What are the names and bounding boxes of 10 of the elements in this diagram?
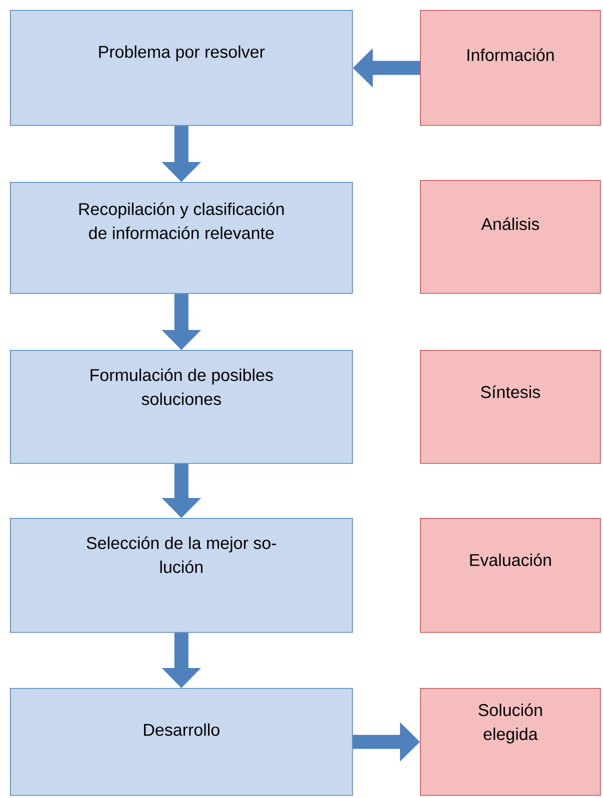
stage-box: Solución elegida xyxy=(420,688,601,796)
stage-box: Evaluación xyxy=(420,518,601,633)
stage-box: Síntesis xyxy=(420,350,601,464)
process-box: Problema por resolver xyxy=(10,10,353,126)
process-box: Recopilación y clasificación de información relevante xyxy=(10,182,353,294)
stage-box: Análisis xyxy=(420,180,601,294)
process-box: Formulación de posibles soluciones xyxy=(10,350,353,464)
stage-box: Información xyxy=(420,10,601,126)
process-box: Selección de la mejor so- lución xyxy=(10,518,353,633)
process-box: Desarrollo xyxy=(10,688,353,796)
